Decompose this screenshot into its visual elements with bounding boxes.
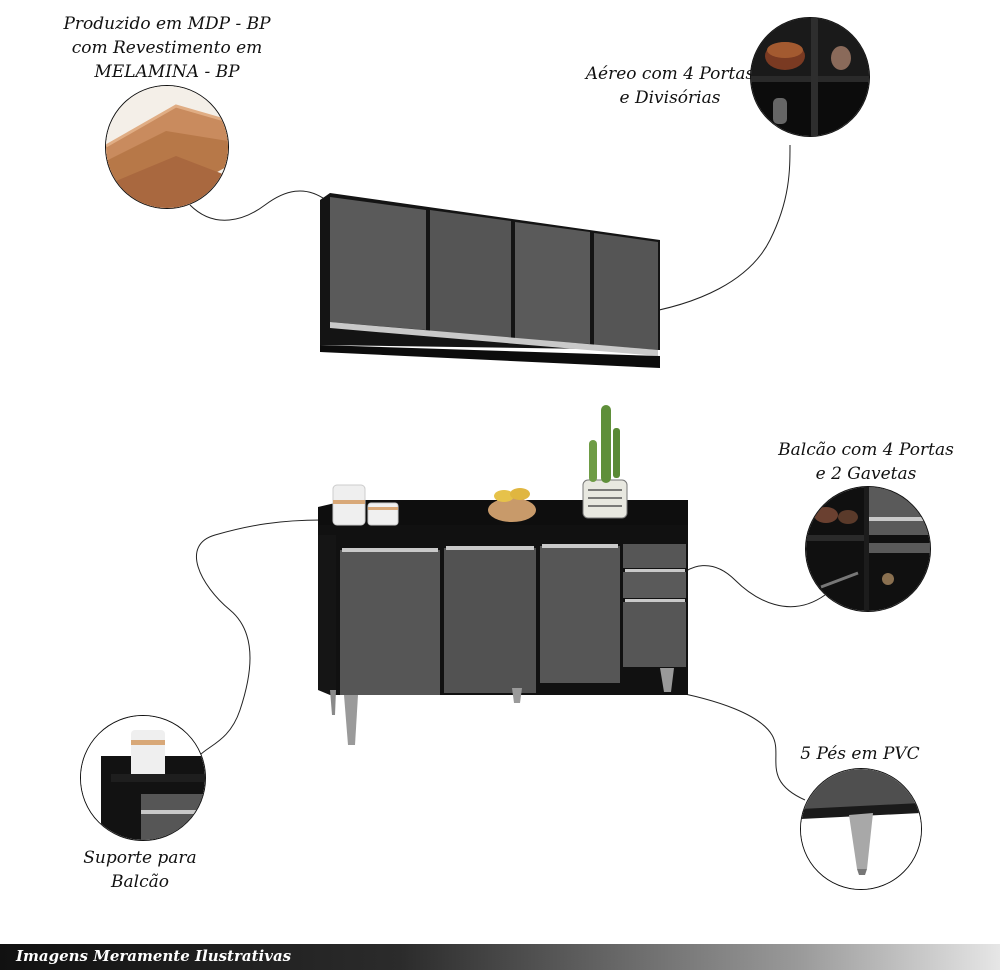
connector-aereo (631, 144, 791, 316)
footer-banner: Imagens Meramente Ilustrativas (0, 944, 1000, 970)
upper-door-2 (430, 210, 511, 338)
counter-door-3 (540, 546, 620, 683)
counter-door-1 (340, 550, 440, 695)
caption-material: Produzido em MDP - BP com Revestimento e… (63, 14, 271, 82)
upper-cabinet (320, 193, 660, 368)
counter-door-2 (444, 548, 536, 693)
upper-door-3 (515, 222, 590, 344)
caption-balcao: Balcão com 4 Portas e 2 Gavetas (778, 440, 954, 484)
caption-pes: 5 Pés em PVC (800, 744, 920, 764)
leg-4 (330, 690, 336, 715)
caption-suporte: Suporte para Balcão (83, 848, 197, 892)
upper-door-4 (594, 233, 658, 350)
detail-mdp-material (105, 85, 229, 209)
detail-aereo-interior (750, 17, 870, 137)
caption-aereo: Aéreo com 4 Portas e Divisórias (585, 64, 755, 108)
counter-door-4 (623, 602, 686, 667)
counter-drawer-2 (623, 572, 686, 598)
detail-balcao-drawers (805, 486, 931, 612)
detail-pvc-feet (800, 768, 922, 890)
connector-material (189, 190, 327, 221)
connector-suporte (195, 519, 323, 756)
leg-1 (344, 695, 358, 745)
upper-door-1 (330, 197, 426, 330)
footer-text: Imagens Meramente Ilustrativas (16, 947, 292, 965)
leg-2 (512, 688, 522, 703)
counter-decor (332, 405, 628, 526)
connector-pes (664, 689, 806, 801)
counter-cabinet (318, 500, 688, 745)
connector-balcao (671, 565, 826, 608)
detail-suporte-balcao (80, 715, 206, 841)
counter-drawer-1 (623, 544, 686, 568)
leg-3 (660, 668, 674, 692)
